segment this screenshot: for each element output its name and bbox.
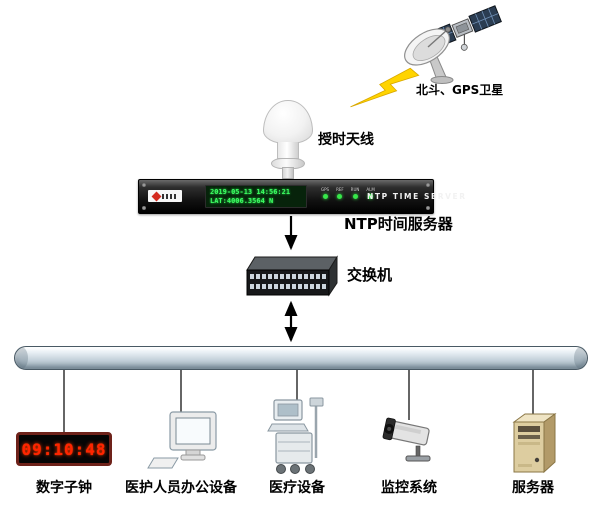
led-dot bbox=[352, 194, 358, 199]
antenna-dome bbox=[263, 100, 313, 144]
satellite-icon bbox=[422, 5, 502, 52]
screw-icon bbox=[142, 183, 146, 187]
switch-ports bbox=[250, 274, 326, 289]
label-medical-equipment: 医疗设备 bbox=[269, 480, 325, 496]
network-bus bbox=[14, 346, 588, 370]
ntp-panel-text: NTP TIME SERVER bbox=[367, 192, 467, 201]
led-gps: GPS bbox=[321, 188, 329, 199]
led-dot bbox=[322, 194, 328, 199]
ntp-server-device: 2019-05-13 14:56:21 LAT:4006.3564 N GPS … bbox=[138, 179, 465, 214]
camera-body bbox=[382, 417, 430, 446]
clock-time: 09:10:48 bbox=[21, 439, 107, 459]
label-satellite: 北斗、GPS卫星 bbox=[416, 83, 504, 97]
label-office-equipment: 医护人员办公设备 bbox=[125, 480, 237, 496]
network-switch-icon bbox=[246, 255, 338, 297]
office-computer-icon bbox=[147, 411, 217, 469]
led-dot bbox=[337, 194, 343, 199]
antenna-stem bbox=[282, 167, 294, 179]
led-dot bbox=[368, 194, 374, 199]
lcd-line2: LAT:4006.3564 N bbox=[210, 197, 274, 205]
brand-logo bbox=[148, 190, 182, 202]
status-leds: GPS REF RUN ALM bbox=[321, 188, 375, 199]
screw-icon bbox=[142, 206, 146, 210]
led-run: RUN bbox=[351, 188, 359, 199]
label-monitoring-system: 监控系统 bbox=[381, 480, 437, 496]
led-alm: ALM bbox=[366, 188, 375, 199]
label-digital-clock: 数字子钟 bbox=[36, 480, 92, 496]
label-server: 服务器 bbox=[512, 480, 554, 496]
screw-icon bbox=[426, 206, 430, 210]
satellite-dish-icon bbox=[404, 26, 454, 84]
antenna-neck bbox=[277, 142, 299, 159]
cctv-camera-icon bbox=[382, 417, 431, 462]
label-switch: 交换机 bbox=[347, 266, 393, 284]
medical-equipment-icon bbox=[267, 397, 324, 474]
server-tower-icon bbox=[512, 413, 557, 474]
led-ref: REF bbox=[336, 188, 344, 199]
ntp-lcd-display: 2019-05-13 14:56:21 LAT:4006.3564 N bbox=[205, 185, 307, 208]
lightning-bolt-icon bbox=[350, 67, 420, 108]
label-ntp-server: NTP时间服务器 bbox=[344, 215, 453, 233]
gps-antenna-icon bbox=[262, 100, 313, 179]
lcd-line1: 2019-05-13 14:56:21 bbox=[210, 188, 291, 196]
digital-clock-device: 09:10:48 bbox=[16, 432, 112, 466]
screw-icon bbox=[426, 183, 430, 187]
label-antenna: 授时天线 bbox=[318, 132, 374, 148]
